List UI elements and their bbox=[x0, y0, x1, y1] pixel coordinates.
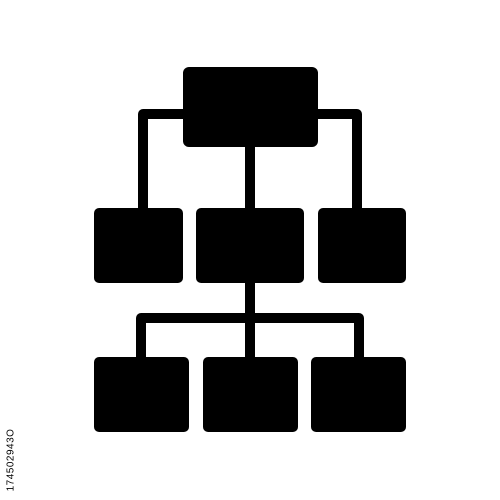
hierarchy-boxes bbox=[94, 67, 406, 432]
bottom-bus-connector bbox=[136, 313, 364, 357]
top-left-connector bbox=[138, 109, 183, 208]
level2-node-center-box bbox=[196, 208, 304, 283]
level2-node-left-box bbox=[94, 208, 183, 283]
top-right-connector bbox=[318, 109, 362, 208]
level3-node-left-box bbox=[94, 357, 189, 432]
root-node-box bbox=[183, 67, 318, 147]
level2-node-right-box bbox=[318, 208, 406, 283]
level3-node-center-box bbox=[203, 357, 298, 432]
stock-id-label: 174502943O bbox=[5, 428, 17, 492]
level3-node-right-box bbox=[311, 357, 406, 432]
connector-lines bbox=[136, 109, 364, 357]
